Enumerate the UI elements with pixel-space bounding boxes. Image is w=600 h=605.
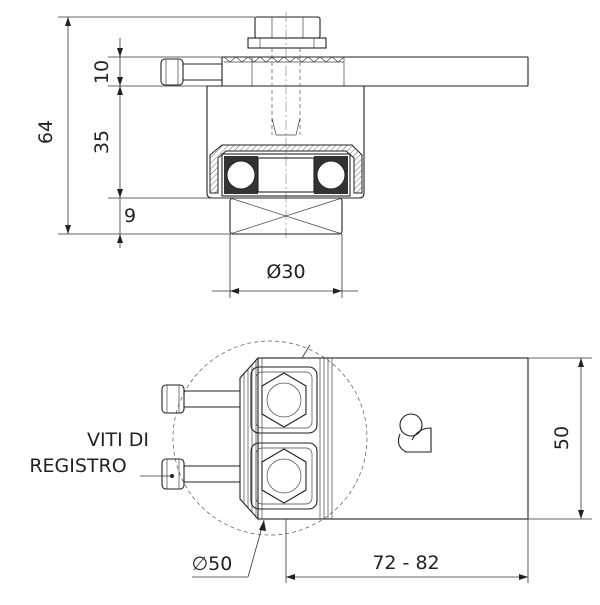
arm-bar (221, 56, 529, 87)
body-block (206, 12, 365, 240)
dim-body-height: 35 (91, 86, 230, 199)
base-wheel (229, 197, 343, 235)
bearing-housing (209, 144, 363, 197)
top-view: 64 10 35 9 (35, 12, 529, 298)
dim-nut-height: 10 (91, 38, 222, 87)
dim-base-height: 9 (117, 198, 136, 248)
dim-base-diameter: Ø30 (212, 234, 358, 298)
dim-width: 50 (528, 357, 592, 520)
bolt-head-lower (250, 442, 318, 510)
label-nut-height: 10 (91, 60, 113, 84)
label-width: 50 (551, 426, 573, 450)
dim-total-height: 64 (35, 16, 255, 235)
adjusting-screw-lower (161, 458, 240, 490)
label-total-height: 64 (35, 120, 57, 144)
outline-circle (172, 340, 368, 536)
adjusting-screw-upper (161, 384, 240, 414)
bolt-head-upper (250, 366, 318, 434)
hex-nut (247, 16, 327, 49)
label-adjusting-screws-line1: VITI DI (87, 429, 149, 451)
cd-logo-icon (397, 413, 432, 453)
label-body-height: 35 (91, 130, 113, 154)
label-length-range: 72 - 82 (372, 552, 439, 574)
bottom-view: VITI DI REGISTRO 50 ∅50 (29, 340, 592, 583)
label-base-height: 9 (124, 205, 136, 227)
label-base-diameter: Ø30 (266, 261, 305, 283)
dim-length-range: 72 - 82 (285, 519, 529, 583)
label-adjusting-screws-line2: REGISTRO (29, 455, 126, 477)
dim-diameter: ∅50 (192, 344, 311, 578)
label-diameter: ∅50 (192, 553, 233, 575)
side-screw-top (160, 58, 222, 86)
arm-plan (257, 357, 529, 520)
grooved-head (239, 357, 333, 520)
